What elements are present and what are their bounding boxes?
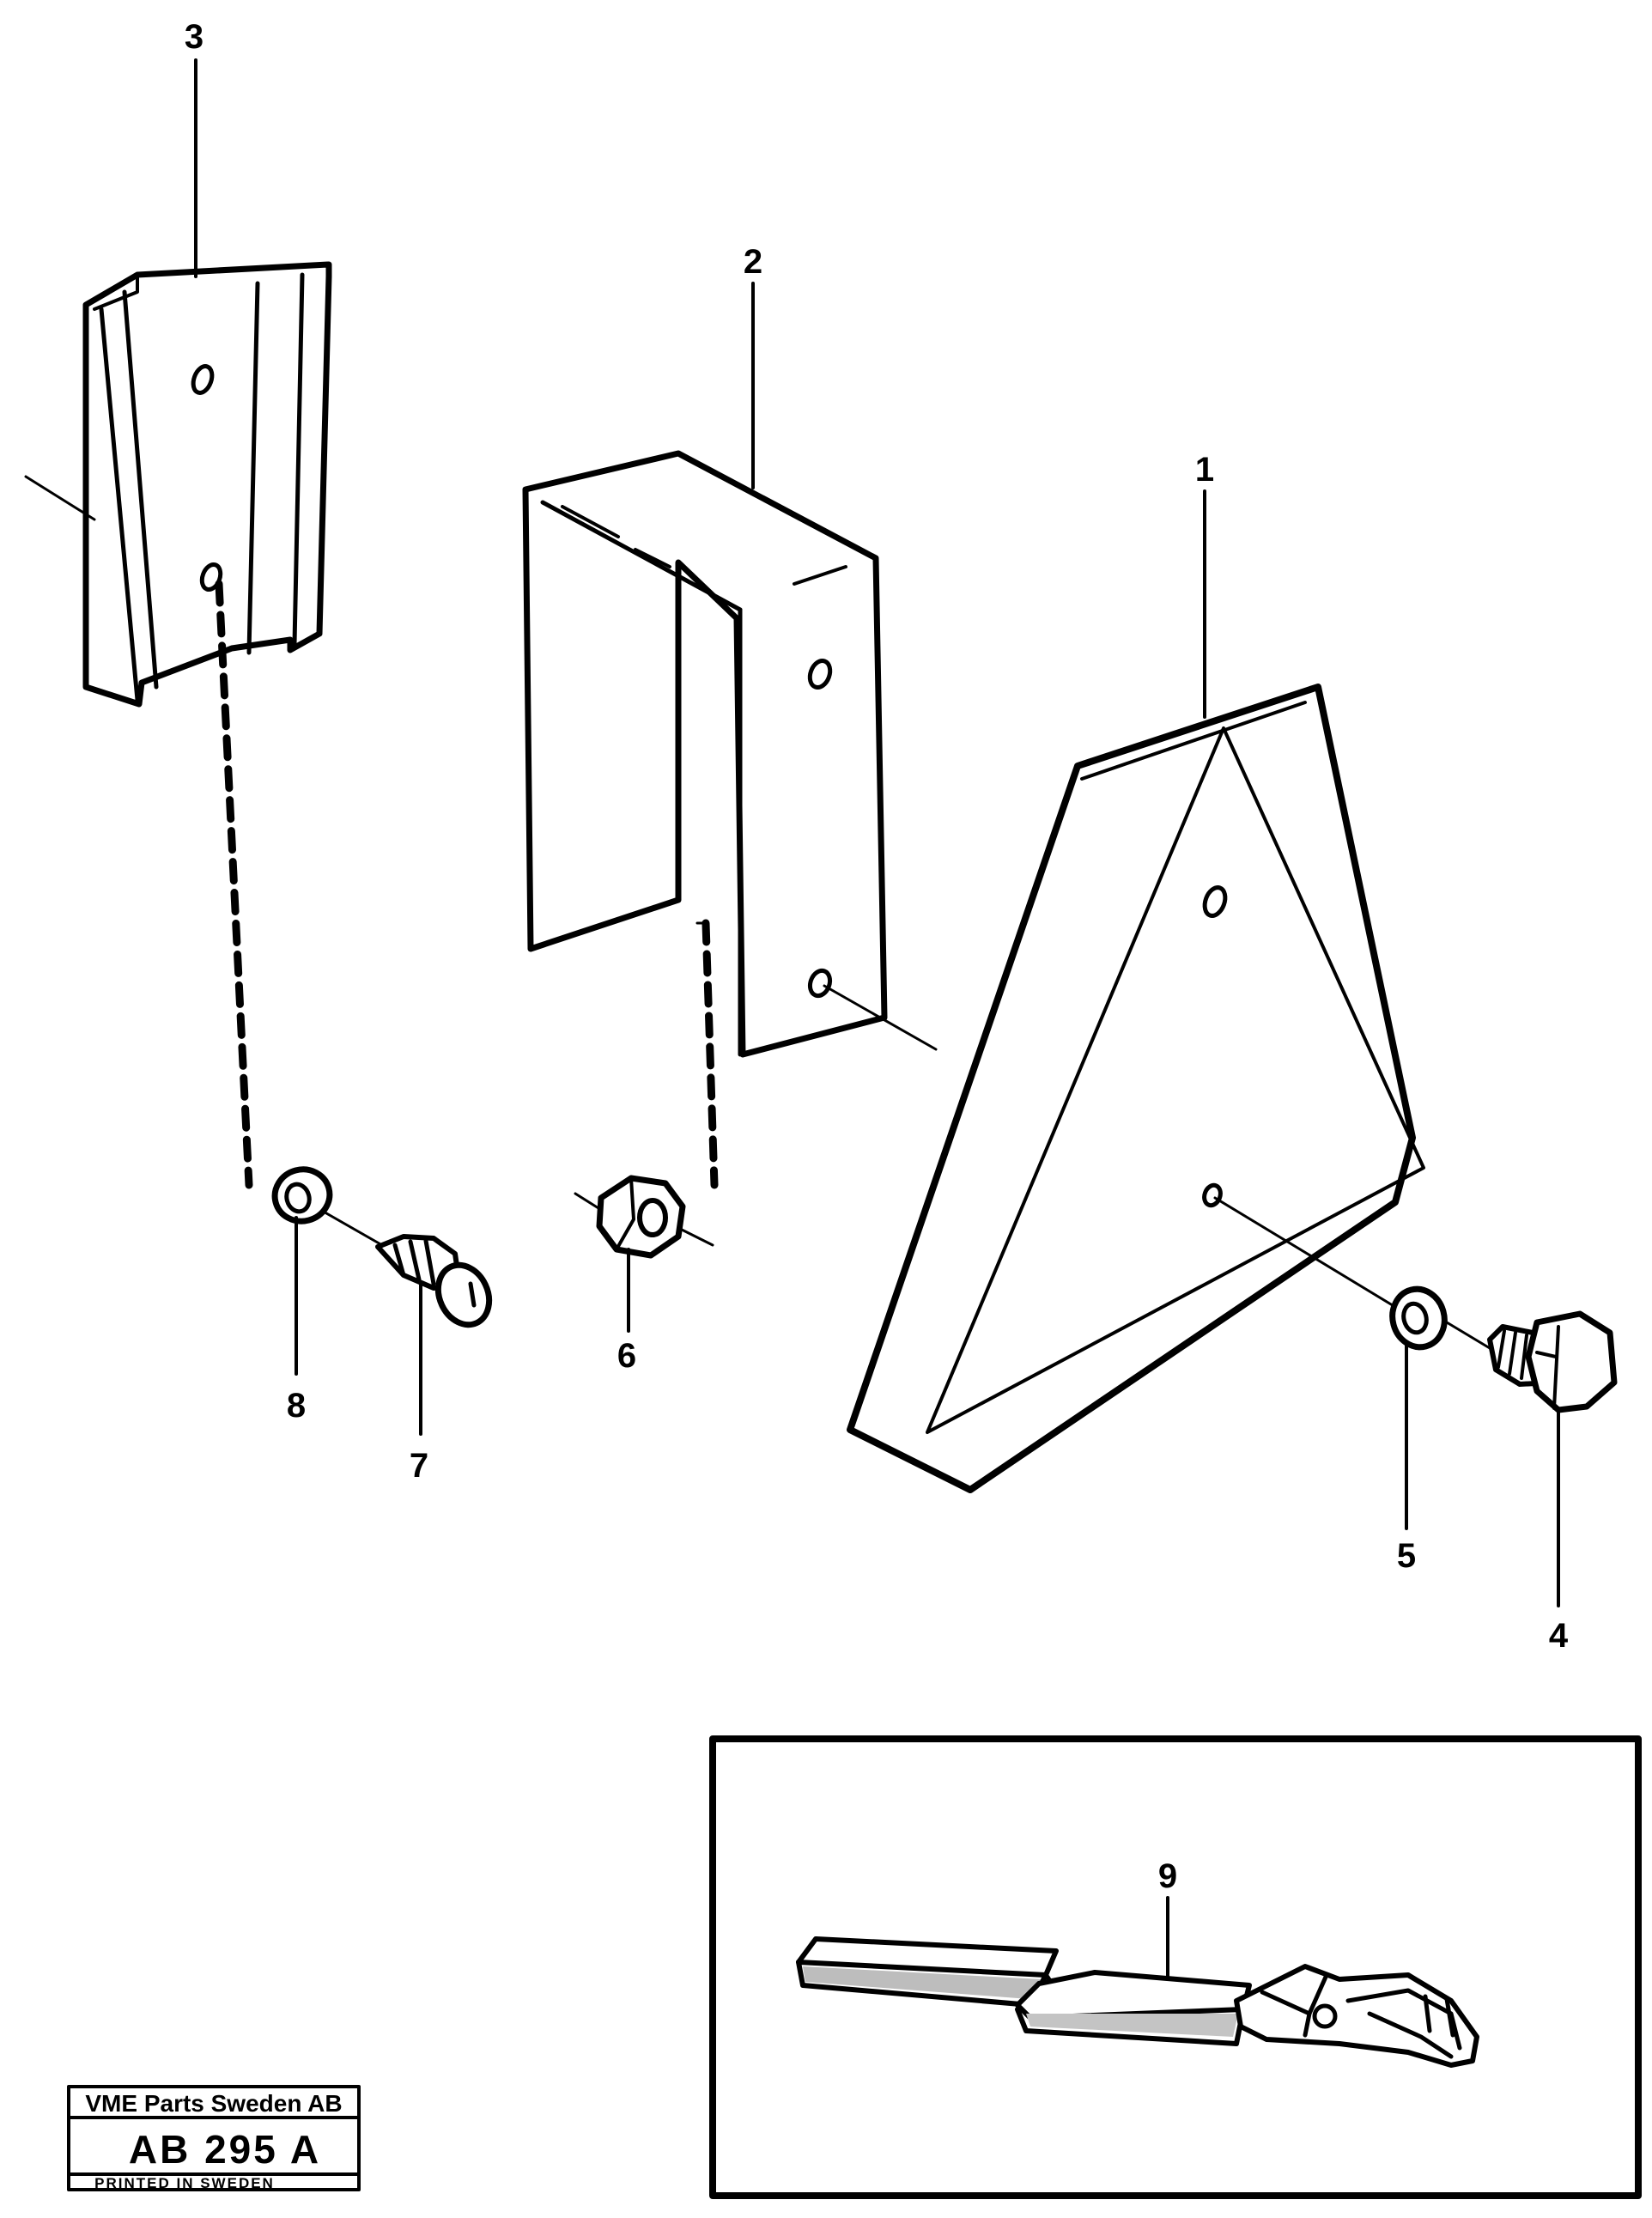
leader-lines [194,58,1560,1985]
callout-numbers: 3 2 1 6 8 7 5 4 9 [185,18,1569,1895]
part-1-triangle-reflector [847,684,1425,1493]
part-9-strap-with-buckle [796,1936,1479,2068]
part-2-u-bracket [522,450,888,1058]
callout-6: 6 [617,1337,636,1375]
part-8-washer [271,1166,333,1224]
callout-2: 2 [744,243,762,281]
stamp-printed: PRINTED IN SWEDEN [94,2175,275,2191]
callout-1: 1 [1195,451,1214,489]
title-stamp: VME Parts Sweden AB AB 295 A PRINTED IN … [67,2085,361,2191]
callout-7: 7 [410,1447,428,1485]
callout-9: 9 [1158,1857,1177,1895]
assembly-lines [215,580,1491,1350]
callout-3: 3 [185,18,203,56]
stamp-code: AB 295 A [129,2127,321,2172]
callout-8: 8 [287,1387,306,1425]
inset-box-part-9 [709,1735,1642,2199]
part-6-hex-nut [596,1175,686,1259]
part-4-hex-bolt [1487,1310,1618,1413]
part-7-self-tapping-screw [375,1234,493,1328]
callout-4: 4 [1549,1617,1569,1655]
part-5-washer [1389,1285,1448,1351]
part-3-channel-bracket [24,261,332,708]
callout-5: 5 [1397,1537,1416,1575]
stamp-company: VME Parts Sweden AB [85,2090,342,2117]
